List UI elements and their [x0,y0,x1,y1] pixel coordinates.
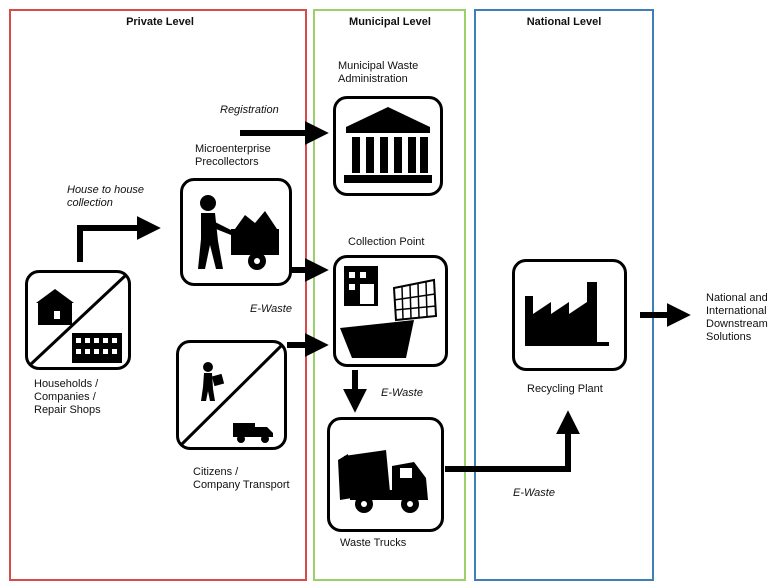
registration-label: Registration [220,104,279,116]
garbage-truck-icon [338,450,428,513]
administration-label: Municipal Waste Administration [338,60,419,85]
households-label: Households / Companies / Repair Shops [34,378,101,416]
citizens-label: Citizens / Company Transport [193,466,290,491]
e-waste-label-collection: E-Waste [381,387,423,399]
collection-point-label: Collection Point [348,236,425,248]
waste-trucks-label: Waste Trucks [340,537,407,549]
national-level-title: National Level [526,16,602,28]
e-waste-label-trucks: E-Waste [513,487,555,499]
person-and-truck-icon [179,343,284,447]
trucks-to-recycling-arrow [445,410,580,472]
waste-trucks-node [327,417,444,532]
recycling-plant-node [512,259,627,371]
households-node [25,270,131,370]
house-collection-label: House to house collection [67,184,145,209]
private-level-title: Private Level [126,16,194,28]
precollectors-node [180,178,292,286]
municipal-level-title: Municipal Level [349,16,431,28]
government-building-icon [344,107,432,183]
collection-facility-icon [340,266,438,358]
collection-point-node [333,255,448,367]
precollectors-label: Microenterprise Precollectors [195,143,271,168]
municipal-level-zone [313,9,466,581]
administration-node [333,96,443,196]
national-level-zone [474,9,654,581]
worker-with-cart-icon [198,195,279,270]
e-waste-label-precollectors: E-Waste [250,303,292,315]
factory-icon [525,282,609,346]
recycling-plant-label: Recycling Plant [527,383,603,395]
downstream-label: National and International Downstream So… [706,292,768,343]
house-collection-arrow [77,216,161,262]
citizens-node [176,340,287,450]
private-level-zone [9,9,307,581]
house-and-building-icon [28,273,128,367]
